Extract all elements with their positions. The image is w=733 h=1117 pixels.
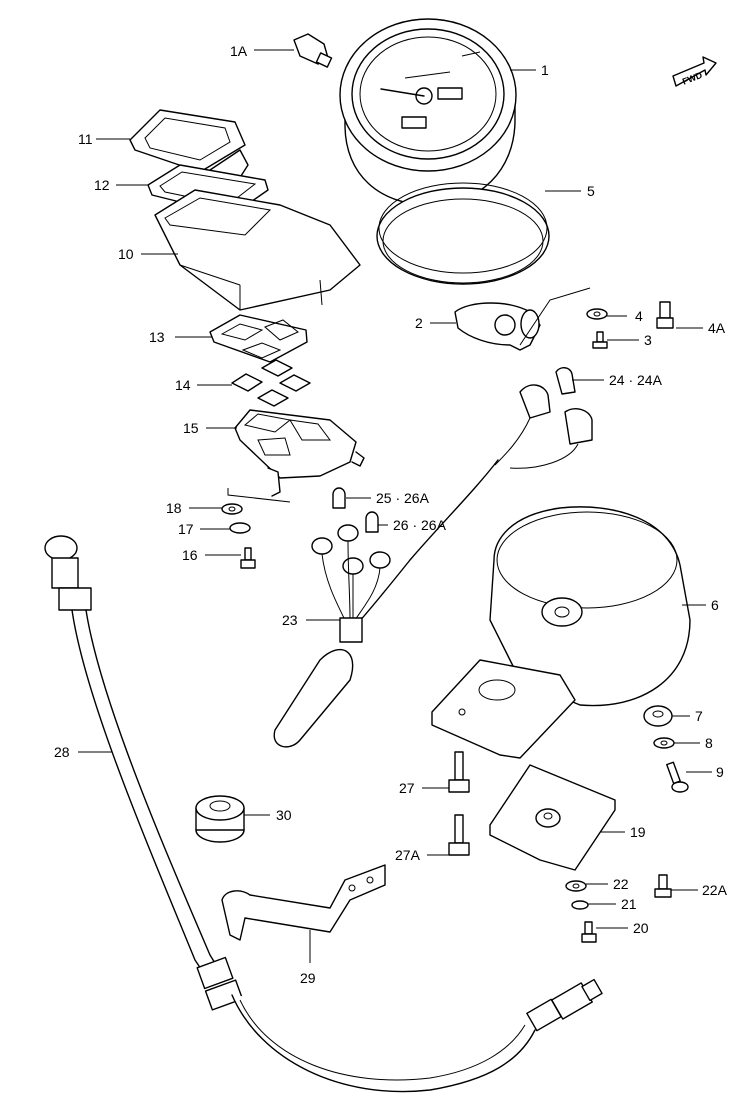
callout-10: 10 — [118, 246, 134, 262]
part-27-bolt — [448, 751, 470, 793]
part-30-grommet — [195, 795, 245, 843]
part-27a-bolt — [448, 814, 470, 856]
part-28-speedometer-cable — [44, 535, 603, 1093]
callout-5: 5 — [587, 183, 595, 199]
part-14-lens-set — [231, 359, 311, 407]
part-6-meter-case — [431, 506, 691, 759]
part-23-wire-harness — [273, 524, 391, 748]
callout-23: 23 — [282, 612, 298, 628]
part-4a-bolt — [656, 301, 674, 329]
leader-lines — [78, 49, 712, 963]
callout-12: 12 — [94, 177, 110, 193]
callout-13: 13 — [149, 329, 165, 345]
callout-20: 20 — [633, 920, 649, 936]
callout-30: 30 — [276, 807, 292, 823]
callout-25-26a: 25 · 26A — [376, 490, 430, 506]
part-18-washer — [221, 503, 243, 515]
instrument-wiring — [344, 384, 593, 641]
part-26-bulb — [365, 511, 379, 533]
part-24-bulb — [555, 367, 576, 395]
callout-9: 9 — [716, 764, 724, 780]
callout-29: 29 — [300, 970, 316, 986]
callout-4: 4 — [635, 308, 643, 324]
part-29-bracket — [221, 864, 386, 941]
callout-18: 18 — [166, 500, 182, 516]
callout-1a: 1A — [230, 43, 248, 59]
callout-24-24a: 24 · 24A — [609, 372, 663, 388]
part-20-screw — [581, 921, 597, 943]
part-22-washer — [565, 880, 587, 892]
callout-8: 8 — [705, 735, 713, 751]
callout-19: 19 — [630, 824, 646, 840]
callout-22: 22 — [613, 876, 629, 892]
callout-14: 14 — [175, 377, 191, 393]
part-15-socket-case — [234, 409, 365, 497]
fwd-arrow-icon: FWD — [672, 56, 717, 87]
part-1a-sensor — [293, 33, 333, 68]
part-4-washer — [586, 308, 608, 320]
part-5-bezel-ring — [376, 182, 550, 285]
part-8-washer — [653, 737, 675, 749]
part-25-bulb — [332, 487, 346, 509]
part-7-grommet — [643, 705, 673, 727]
callout-7: 7 — [695, 708, 703, 724]
callout-labels: 1A 1 11 12 10 5 2 4 4A 3 13 24 · 24A 14 … — [54, 43, 728, 986]
callout-26-26a: 26 · 26A — [393, 517, 447, 533]
part-16-screw — [240, 547, 256, 569]
callout-3: 3 — [644, 332, 652, 348]
part-10-indicator-housing — [154, 189, 361, 311]
callout-17: 17 — [178, 521, 194, 537]
part-3-screw — [592, 331, 608, 349]
part-1-speedometer — [339, 18, 517, 221]
part-17-lock-washer — [229, 522, 251, 534]
part-19-cushion — [489, 764, 616, 871]
callout-22a: 22A — [702, 882, 728, 898]
callout-4a: 4A — [708, 320, 726, 336]
callout-6: 6 — [711, 597, 719, 613]
callout-1: 1 — [541, 62, 549, 78]
part-21-lock-washer — [571, 900, 589, 910]
callout-11: 11 — [78, 131, 93, 147]
part-2-clamp — [454, 287, 591, 351]
part-9-screw — [666, 761, 689, 793]
callout-21: 21 — [621, 896, 637, 912]
callout-2: 2 — [415, 315, 423, 331]
part-13-gasket — [209, 314, 308, 363]
callout-15: 15 — [183, 420, 199, 436]
callout-28: 28 — [54, 744, 70, 760]
callout-27a: 27A — [395, 847, 421, 863]
part-22a-screw — [654, 874, 672, 898]
callout-27: 27 — [399, 780, 415, 796]
callout-16: 16 — [182, 547, 198, 563]
